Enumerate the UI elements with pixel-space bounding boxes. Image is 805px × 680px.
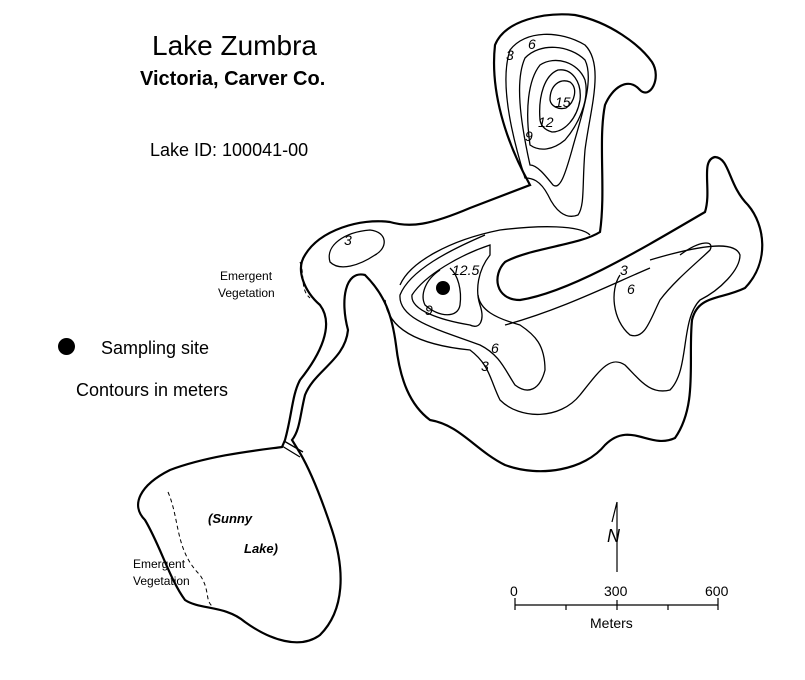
contour-12-5-center — [422, 267, 462, 316]
svg-text:N: N — [607, 526, 621, 546]
contour-3-center — [384, 226, 741, 416]
sampling-site-legend-icon — [58, 338, 75, 355]
emergent-vegetation-dashed-top — [299, 261, 311, 299]
sunny-lake-label: Lake) — [244, 541, 278, 556]
contour-label: 3 — [344, 232, 352, 248]
contour-6-north — [518, 46, 589, 187]
contour-6-east — [613, 242, 712, 337]
contour-9-center — [411, 244, 491, 327]
contour-label: 15 — [555, 94, 571, 110]
map-subtitle: Victoria, Carver Co. — [140, 68, 326, 90]
channel-bridge — [281, 440, 304, 458]
contour-9-north — [527, 59, 587, 150]
vegetation-label: Emergent — [133, 557, 186, 571]
contour-label: 12 — [538, 114, 554, 130]
contour-12-north — [539, 69, 581, 133]
svg-text:Meters: Meters — [590, 615, 633, 631]
contour-3-north — [505, 33, 596, 217]
legend-contours: Contours in meters — [76, 380, 229, 400]
contour-3-west — [328, 229, 385, 268]
legend-sampling-site: Sampling site — [101, 338, 210, 358]
contour-15-north — [549, 80, 576, 110]
contour-label: 9 — [525, 128, 533, 144]
sunny-lake-label: (Sunny — [208, 511, 253, 526]
contour-label: 9 — [425, 302, 433, 318]
map-title: Lake Zumbra — [152, 30, 317, 61]
scale-bar: 0 300 600 Meters — [510, 583, 729, 631]
contour-label: 6 — [491, 340, 499, 356]
contour-label: 12.5 — [452, 262, 479, 278]
north-arrow: N — [607, 501, 621, 572]
shoreline — [137, 13, 764, 644]
contour-label: 3 — [481, 358, 489, 374]
vegetation-label: Vegetation — [133, 574, 190, 588]
svg-text:300: 300 — [604, 583, 628, 599]
contour-6-center — [399, 234, 651, 391]
lake-id: Lake ID: 100041-00 — [150, 140, 309, 160]
emergent-vegetation-dashed-bottom — [167, 491, 213, 607]
svg-text:600: 600 — [705, 583, 729, 599]
sampling-site-marker — [436, 281, 450, 295]
svg-text:0: 0 — [510, 583, 518, 599]
contour-label: 6 — [627, 281, 635, 297]
vegetation-label: Vegetation — [218, 286, 275, 300]
contour-label: 6 — [528, 36, 536, 52]
vegetation-label: Emergent — [220, 269, 273, 283]
contour-label: 3 — [506, 47, 514, 63]
contour-label: 3 — [620, 262, 628, 278]
